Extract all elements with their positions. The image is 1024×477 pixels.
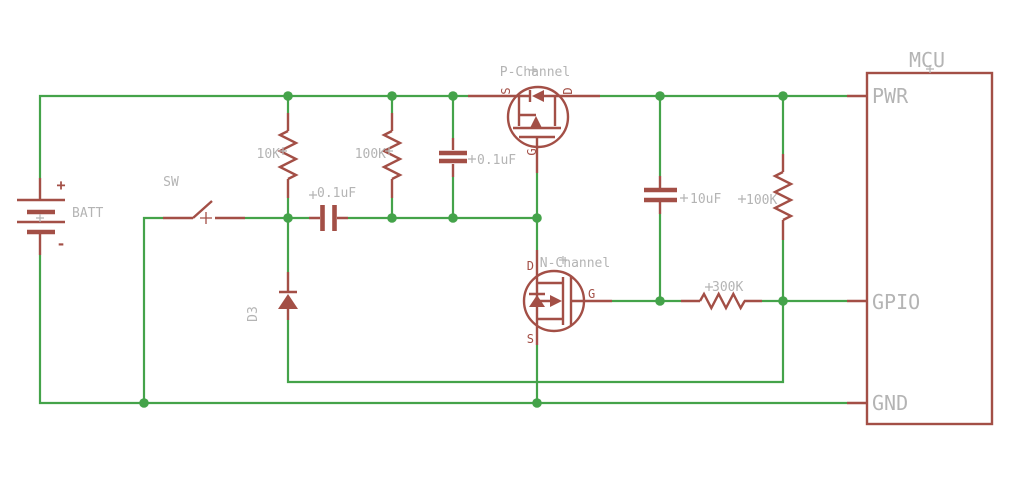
n-channel-pin-d: D — [527, 259, 534, 273]
junction-dots — [139, 91, 788, 408]
p-channel-pin-d: D — [561, 87, 575, 94]
battery-label: BATT — [72, 206, 103, 221]
n-channel-pin-s: S — [527, 332, 534, 346]
mcu-block: MCU PWR GPIO GND — [847, 48, 994, 426]
n-channel-mosfet: N-Channel D G S — [522, 250, 612, 346]
capacitor-10uf: 10uF — [644, 176, 721, 214]
capacitor-0.1uf-series-value: 0.1uF — [317, 186, 356, 201]
resistor-300k-value: 300K — [712, 280, 743, 295]
mcu-pin-gpio: GPIO — [872, 290, 920, 314]
resistor-100k-right: 100K — [746, 154, 794, 240]
capacitor-0.1uf-series: 0.1uF — [309, 186, 356, 231]
diode-d3-label: D3 — [246, 306, 261, 322]
p-channel-pin-s: S — [499, 87, 513, 94]
resistor-100k-left-value: 100K — [355, 147, 386, 162]
capacitor-0.1uf-gate-value: 0.1uF — [477, 153, 516, 168]
p-channel-mosfet: P-Channel S D G — [468, 65, 600, 173]
capacitor-10uf-value: 10uF — [690, 192, 721, 207]
mcu-title: MCU — [909, 48, 945, 72]
origin-markers — [36, 65, 934, 291]
resistor-10k: 10K — [257, 113, 299, 198]
mcu-pin-pwr: PWR — [872, 84, 909, 108]
resistor-100k-left: 100K — [355, 113, 403, 198]
battery: + - BATT — [17, 176, 103, 255]
resistor-100k-right-value: 100K — [746, 193, 777, 208]
mcu-pin-gnd: GND — [872, 391, 908, 415]
n-channel-pin-g: G — [588, 287, 595, 301]
p-channel-label: P-Channel — [500, 65, 570, 80]
capacitor-0.1uf-gate: 0.1uF — [439, 138, 516, 177]
diode-d3: D3 — [246, 272, 298, 322]
resistor-10k-value: 10K — [257, 147, 281, 162]
power-switch: SW — [163, 175, 245, 224]
wires — [38, 94, 847, 405]
battery-minus-sign: - — [56, 235, 65, 253]
n-channel-label: N-Channel — [540, 256, 610, 271]
p-channel-pin-g: G — [525, 148, 539, 155]
resistor-300k: 300K — [681, 280, 762, 311]
battery-plus-sign: + — [56, 176, 65, 194]
switch-label: SW — [163, 175, 179, 190]
